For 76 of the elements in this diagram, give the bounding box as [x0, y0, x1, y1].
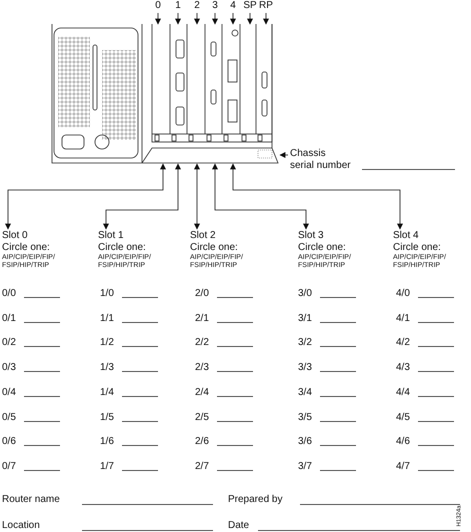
- arrow: [103, 163, 181, 230]
- slot-heading: Slot 2: [190, 230, 217, 242]
- port-number: 0/5: [2, 412, 16, 424]
- port-number: 3/2: [298, 337, 312, 350]
- arrow: [263, 12, 269, 25]
- port-number: 2/3: [195, 362, 209, 374]
- port-number: 3/4: [298, 386, 312, 399]
- port-number: 1/4: [100, 386, 114, 399]
- port-number: 1/0: [100, 288, 114, 300]
- slot-number: 0: [151, 0, 165, 12]
- form-field-label: Location: [2, 520, 40, 532]
- port-number: 2/5: [195, 412, 209, 424]
- instruction-text: Circle one:: [298, 242, 347, 254]
- port-number: 0/3: [2, 362, 16, 374]
- arrow: [279, 152, 288, 158]
- port-number: 2/4: [195, 386, 209, 399]
- arrow: [155, 12, 161, 25]
- port-number: 3/6: [298, 436, 312, 448]
- instruction-text: Circle one:: [190, 242, 239, 254]
- slot-number: 2: [190, 0, 204, 12]
- port-number: 3/1: [298, 312, 312, 325]
- instruction-text: Circle one:: [2, 242, 51, 254]
- port-number: 2/1: [195, 312, 209, 325]
- port-number: 4/4: [396, 386, 410, 399]
- port-number: 0/4: [2, 386, 16, 399]
- port-number: 2/6: [195, 436, 209, 448]
- port-number: 4/7: [396, 460, 410, 473]
- port-number: 3/3: [298, 362, 312, 374]
- instruction-text: Circle one:: [98, 242, 147, 254]
- arrow: [247, 12, 253, 25]
- arrow: [5, 163, 166, 230]
- arrow: [230, 163, 403, 230]
- arrow: [212, 163, 309, 230]
- port-number: 4/0: [396, 288, 410, 300]
- slot-number: SP: [242, 0, 258, 12]
- port-number: 4/5: [396, 412, 410, 424]
- port-number: 0/1: [2, 312, 16, 325]
- arrow: [212, 12, 218, 25]
- port-number: 0/6: [2, 436, 16, 448]
- port-number: 0/0: [2, 288, 16, 300]
- slot-heading: Slot 0: [2, 230, 29, 242]
- port-number: 4/1: [396, 312, 410, 325]
- slot-heading: Slot 3: [298, 230, 325, 242]
- port-number: 1/6: [100, 436, 114, 448]
- slot-heading: Slot 1: [98, 230, 125, 242]
- form-field-label: Router name: [2, 494, 60, 506]
- port-number: 1/2: [100, 337, 114, 350]
- port-number: 2/0: [195, 288, 209, 300]
- slot-number: 4: [226, 0, 240, 12]
- slot-number: RP: [258, 0, 274, 12]
- port-number: 3/0: [298, 288, 312, 300]
- port-number: 3/5: [298, 412, 312, 424]
- slot-number: 3: [208, 0, 222, 12]
- form-field-label: Date: [228, 520, 250, 532]
- arrow: [194, 12, 200, 25]
- port-number: 4/3: [396, 362, 410, 374]
- port-number: 4/6: [396, 436, 410, 448]
- port-number: 2/2: [195, 337, 209, 350]
- port-number: 2/7: [195, 460, 209, 473]
- slot-number: 1: [171, 0, 185, 12]
- port-number: 0/2: [2, 337, 16, 350]
- arrow: [230, 12, 236, 25]
- arrow: [194, 163, 200, 230]
- router-chassis-drawing: [50, 24, 280, 164]
- port-number: 1/3: [100, 362, 114, 374]
- port-number: 1/7: [100, 460, 114, 473]
- chassis-serial-label: Chassis serial number: [290, 148, 352, 172]
- port-number: 4/2: [396, 337, 410, 350]
- instruction-text: Circle one:: [393, 242, 442, 254]
- slot-heading: Slot 4: [393, 230, 420, 242]
- port-number: 0/7: [2, 460, 16, 473]
- form-field-label: Prepared by: [228, 494, 282, 506]
- port-number: 3/7: [298, 460, 312, 473]
- arrow: [175, 12, 181, 25]
- port-number: 1/1: [100, 312, 114, 325]
- port-number: 1/5: [100, 412, 114, 424]
